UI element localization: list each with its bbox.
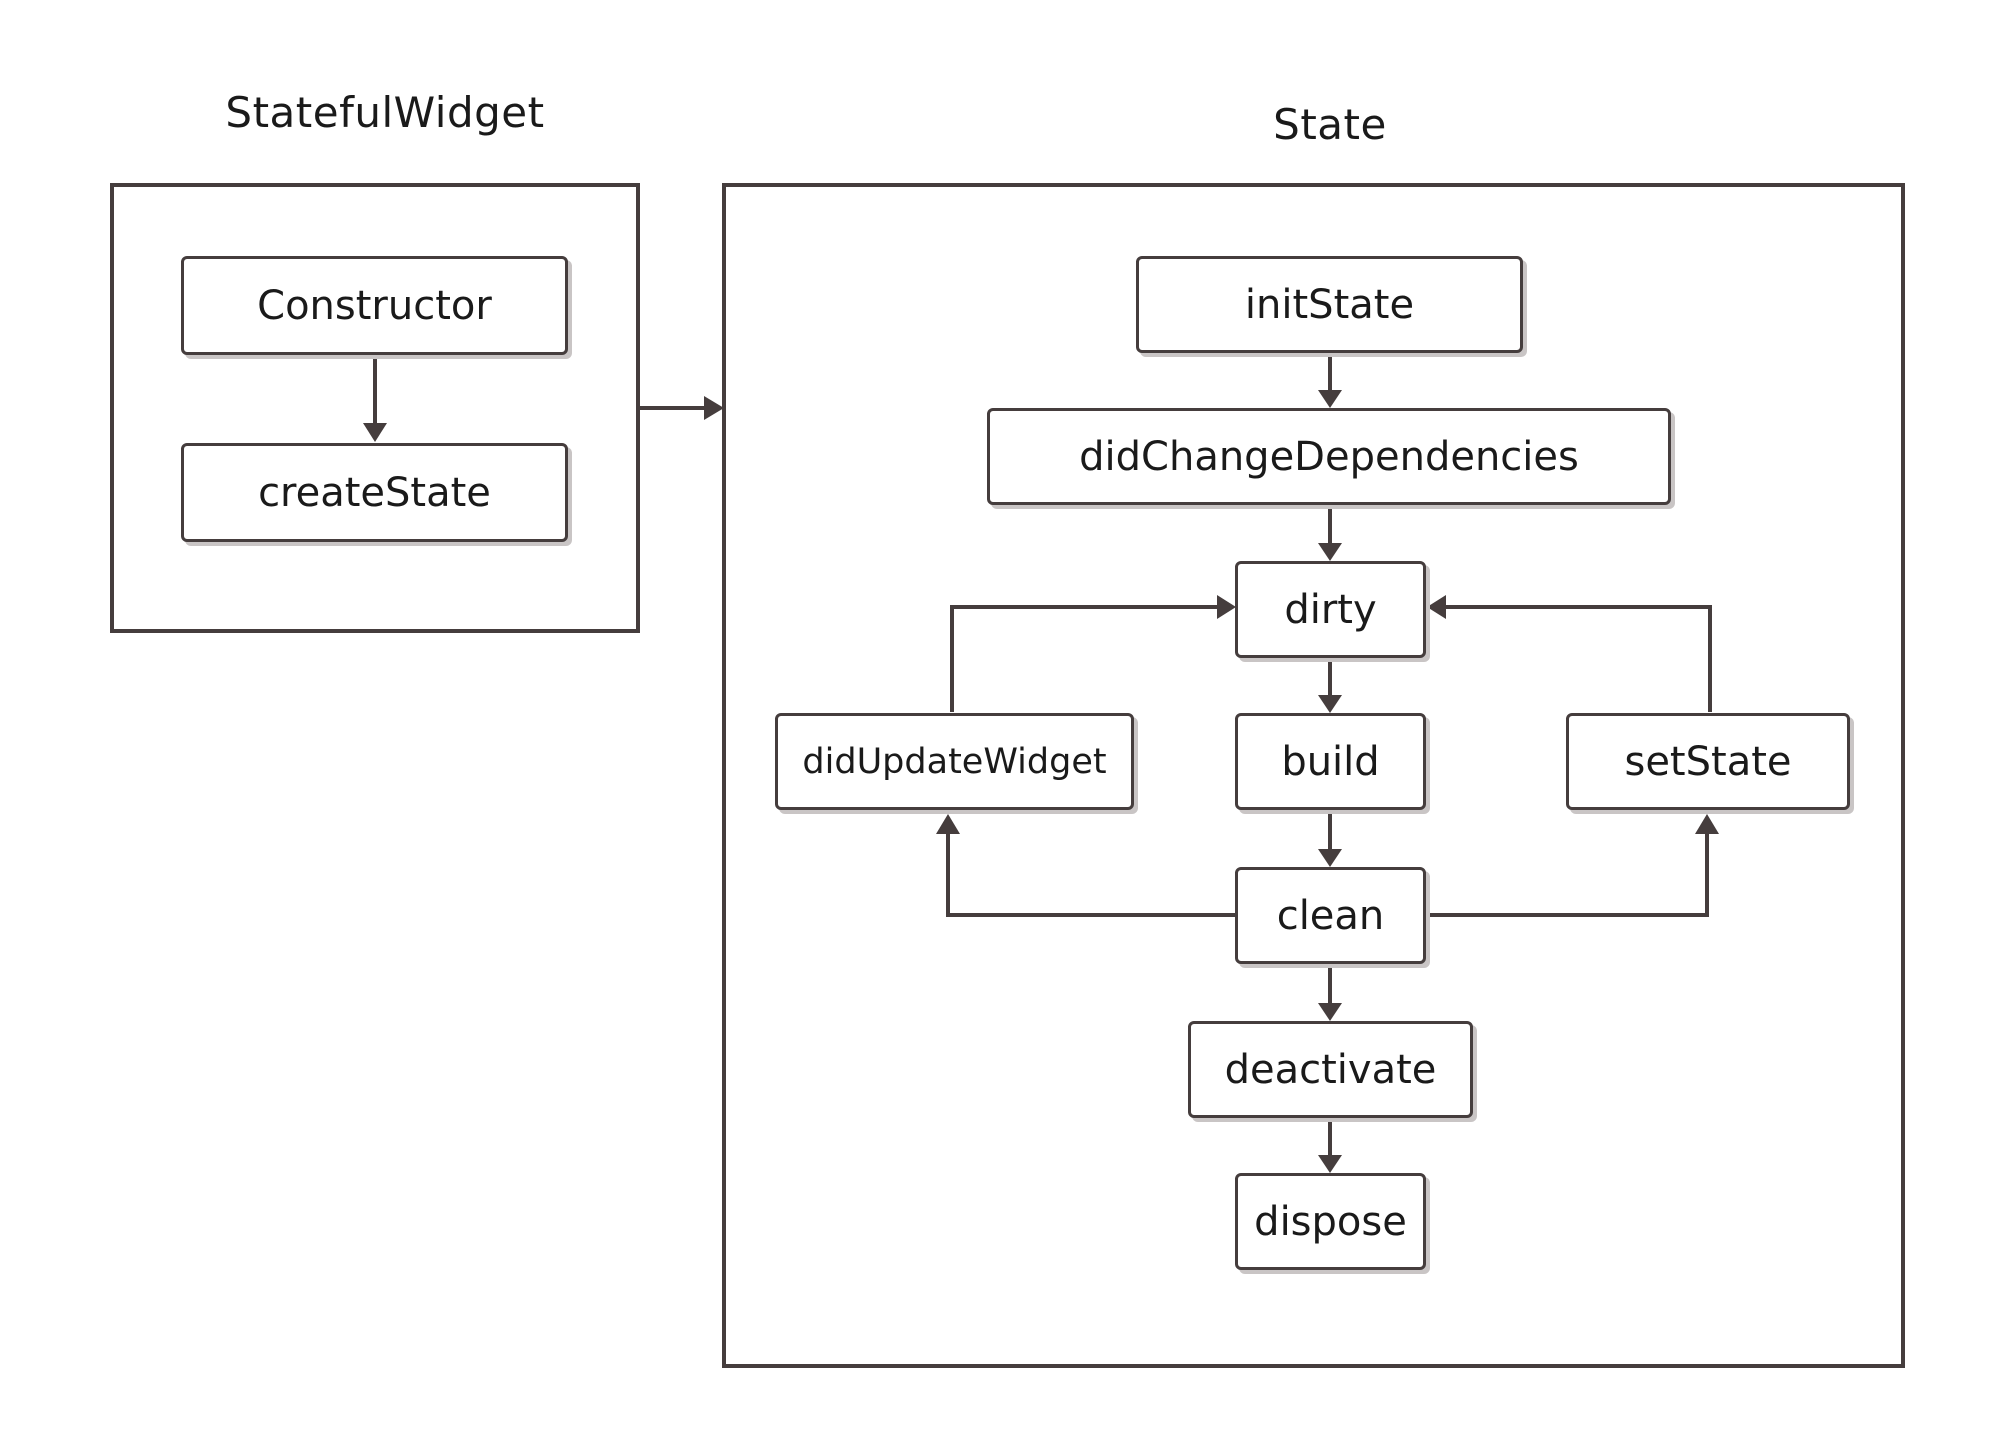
constructor-node: Constructor [181, 256, 568, 355]
clean-node: clean [1235, 867, 1426, 964]
stateful-widget-group [110, 183, 640, 633]
dispose-node: dispose [1235, 1173, 1426, 1270]
createstate-node: createState [181, 443, 568, 542]
didchangedependencies-node: didChangeDependencies [987, 408, 1671, 505]
setstate-node: setState [1566, 713, 1850, 810]
stateful-widget-title: StatefulWidget [225, 88, 545, 137]
state-title: State [1273, 100, 1387, 149]
didupdatewidget-node: didUpdateWidget [775, 713, 1134, 810]
state-group [722, 183, 1905, 1368]
initstate-node: initState [1136, 256, 1523, 353]
deactivate-node: deactivate [1188, 1021, 1473, 1118]
arrowhead-state-group [704, 396, 724, 420]
build-node: build [1235, 713, 1426, 810]
dirty-node: dirty [1235, 561, 1426, 658]
